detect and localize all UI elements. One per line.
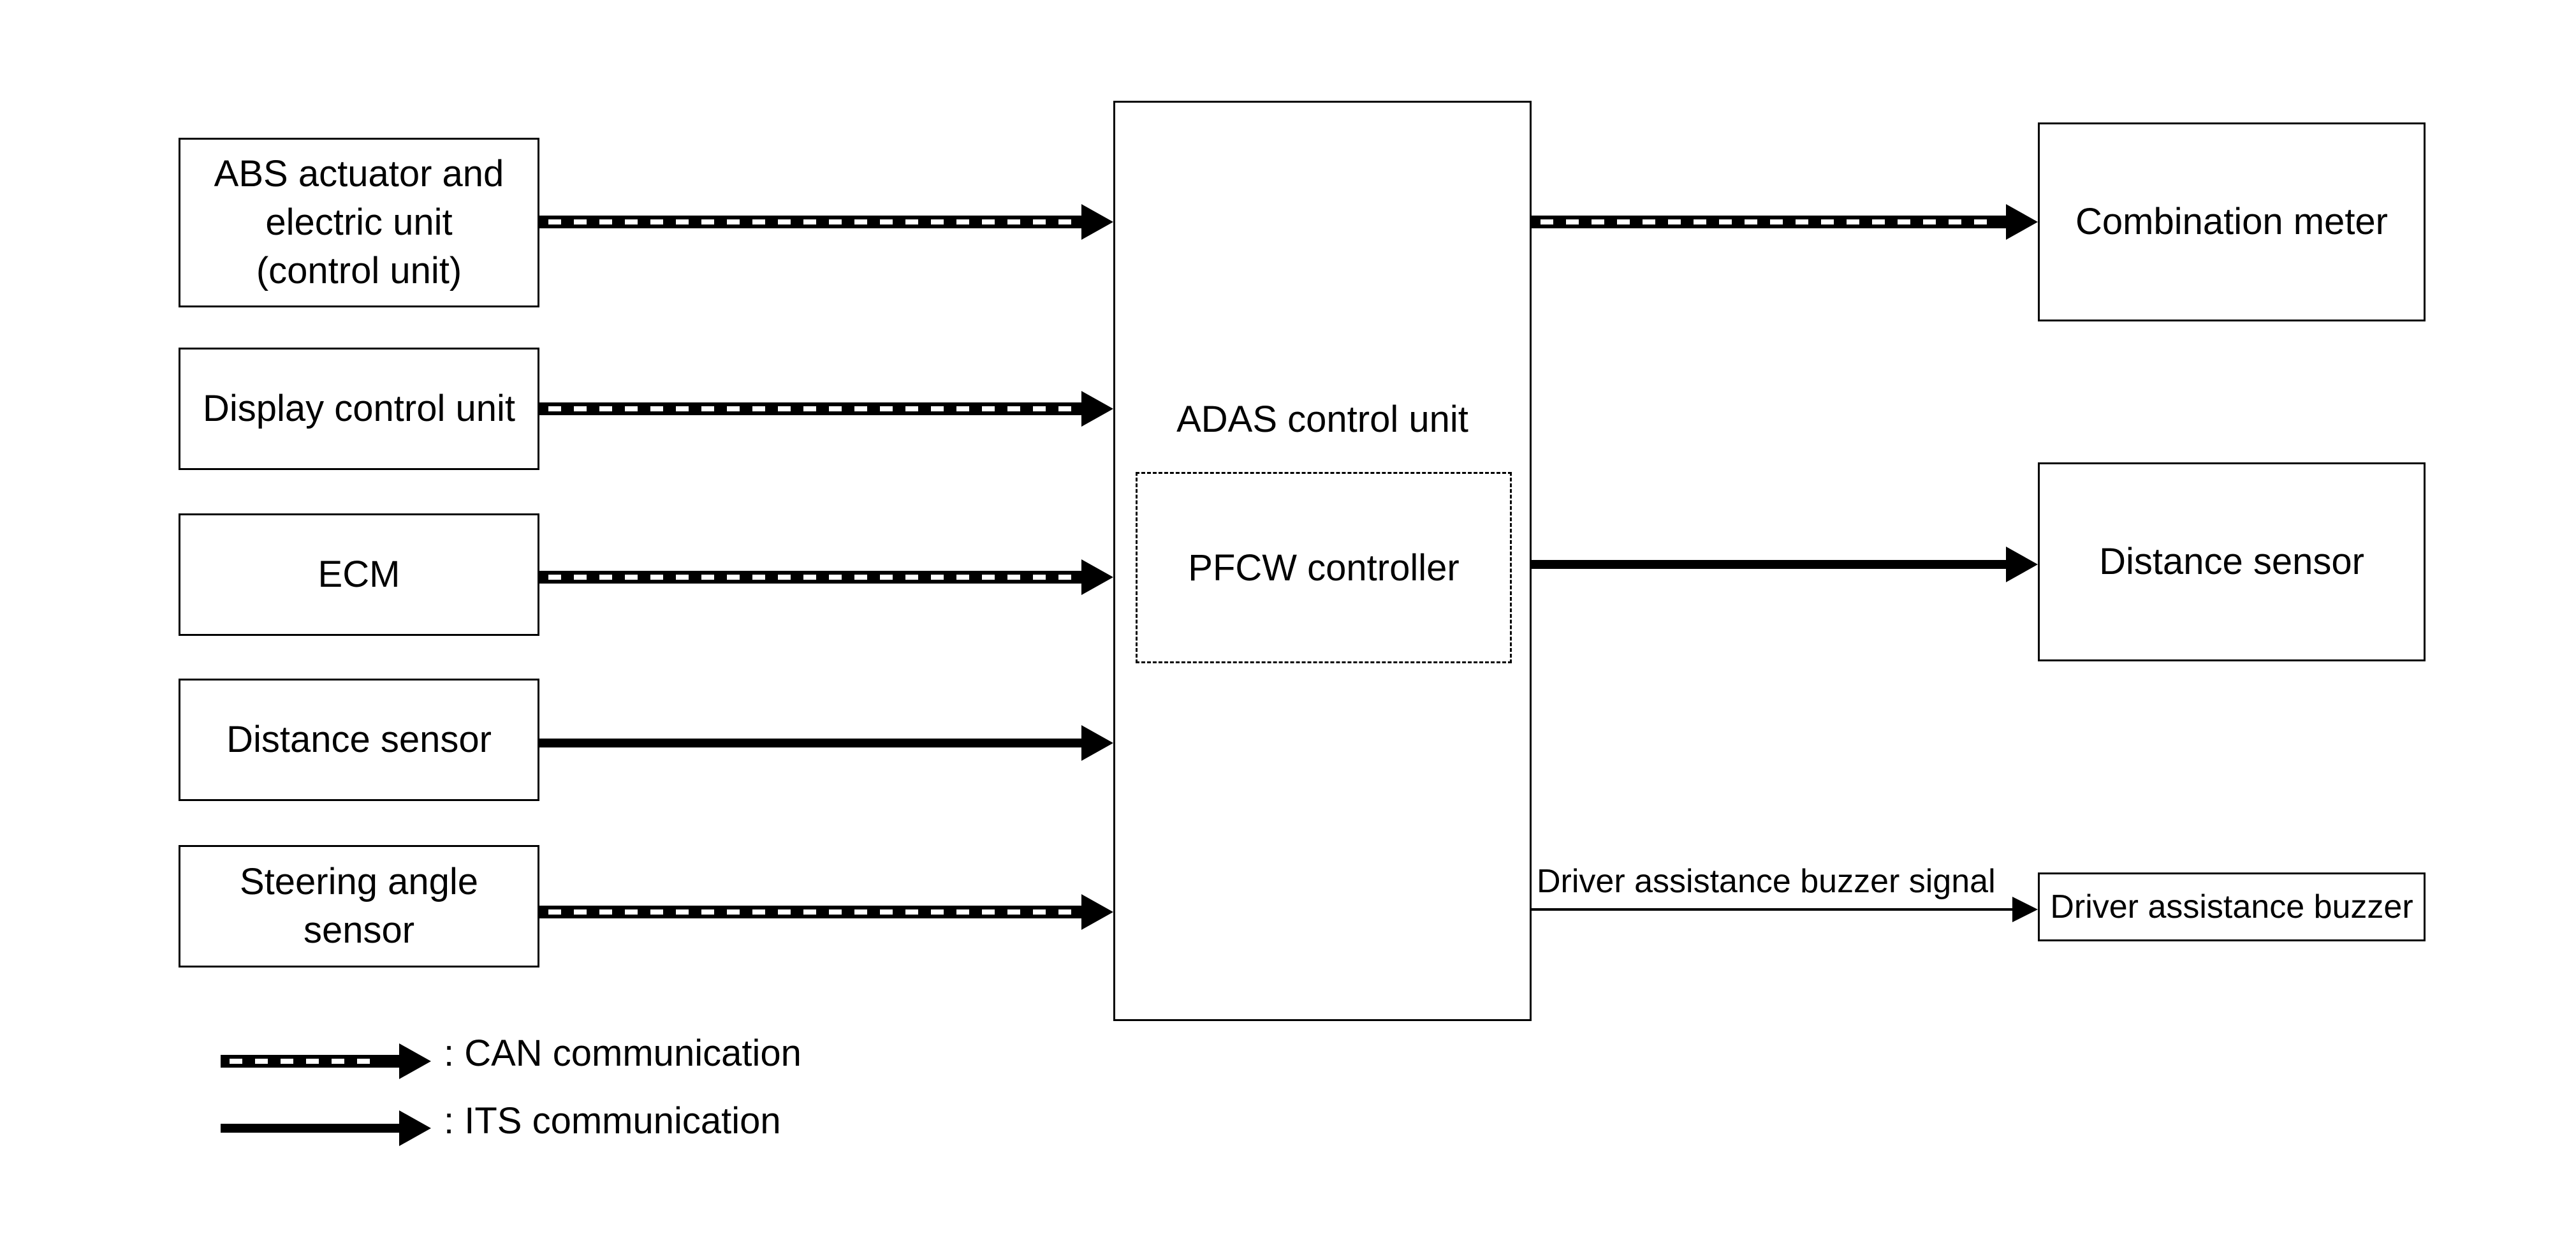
legend-its-label: : ITS communication <box>444 1100 781 1142</box>
display-control-unit-box: Display control unit <box>179 348 539 470</box>
its-arrow-distance-in <box>539 725 1113 761</box>
can-arrow-abs <box>539 204 1113 240</box>
signal-arrow-buzzer <box>1532 897 2038 922</box>
can-arrow-steering <box>539 894 1113 930</box>
adas-control-unit-box <box>1113 101 1532 1021</box>
buzzer-signal-label: Driver assistance buzzer signal <box>1537 863 1996 900</box>
can-arrow-ecm <box>539 559 1113 595</box>
steering-angle-sensor-box: Steering angle sensor <box>179 845 539 967</box>
driver-assistance-buzzer-box: Driver assistance buzzer <box>2038 872 2426 941</box>
adas-control-unit-title: ADAS control unit <box>1176 399 1468 440</box>
legend-can-sample <box>221 1043 431 1079</box>
abs-actuator-box: ABS actuator and electric unit (control … <box>179 138 539 307</box>
pfcw-controller-box: PFCW controller <box>1136 472 1512 663</box>
combination-meter-box: Combination meter <box>2038 122 2426 321</box>
legend-its-sample <box>221 1110 431 1146</box>
legend-can-label: : CAN communication <box>444 1033 801 1074</box>
distance-sensor-input-box: Distance sensor <box>179 679 539 801</box>
ecm-box: ECM <box>179 513 539 636</box>
can-arrow-meter <box>1532 204 2038 240</box>
its-arrow-distance-out <box>1532 547 2038 582</box>
distance-sensor-output-box: Distance sensor <box>2038 462 2426 661</box>
can-arrow-display <box>539 391 1113 427</box>
